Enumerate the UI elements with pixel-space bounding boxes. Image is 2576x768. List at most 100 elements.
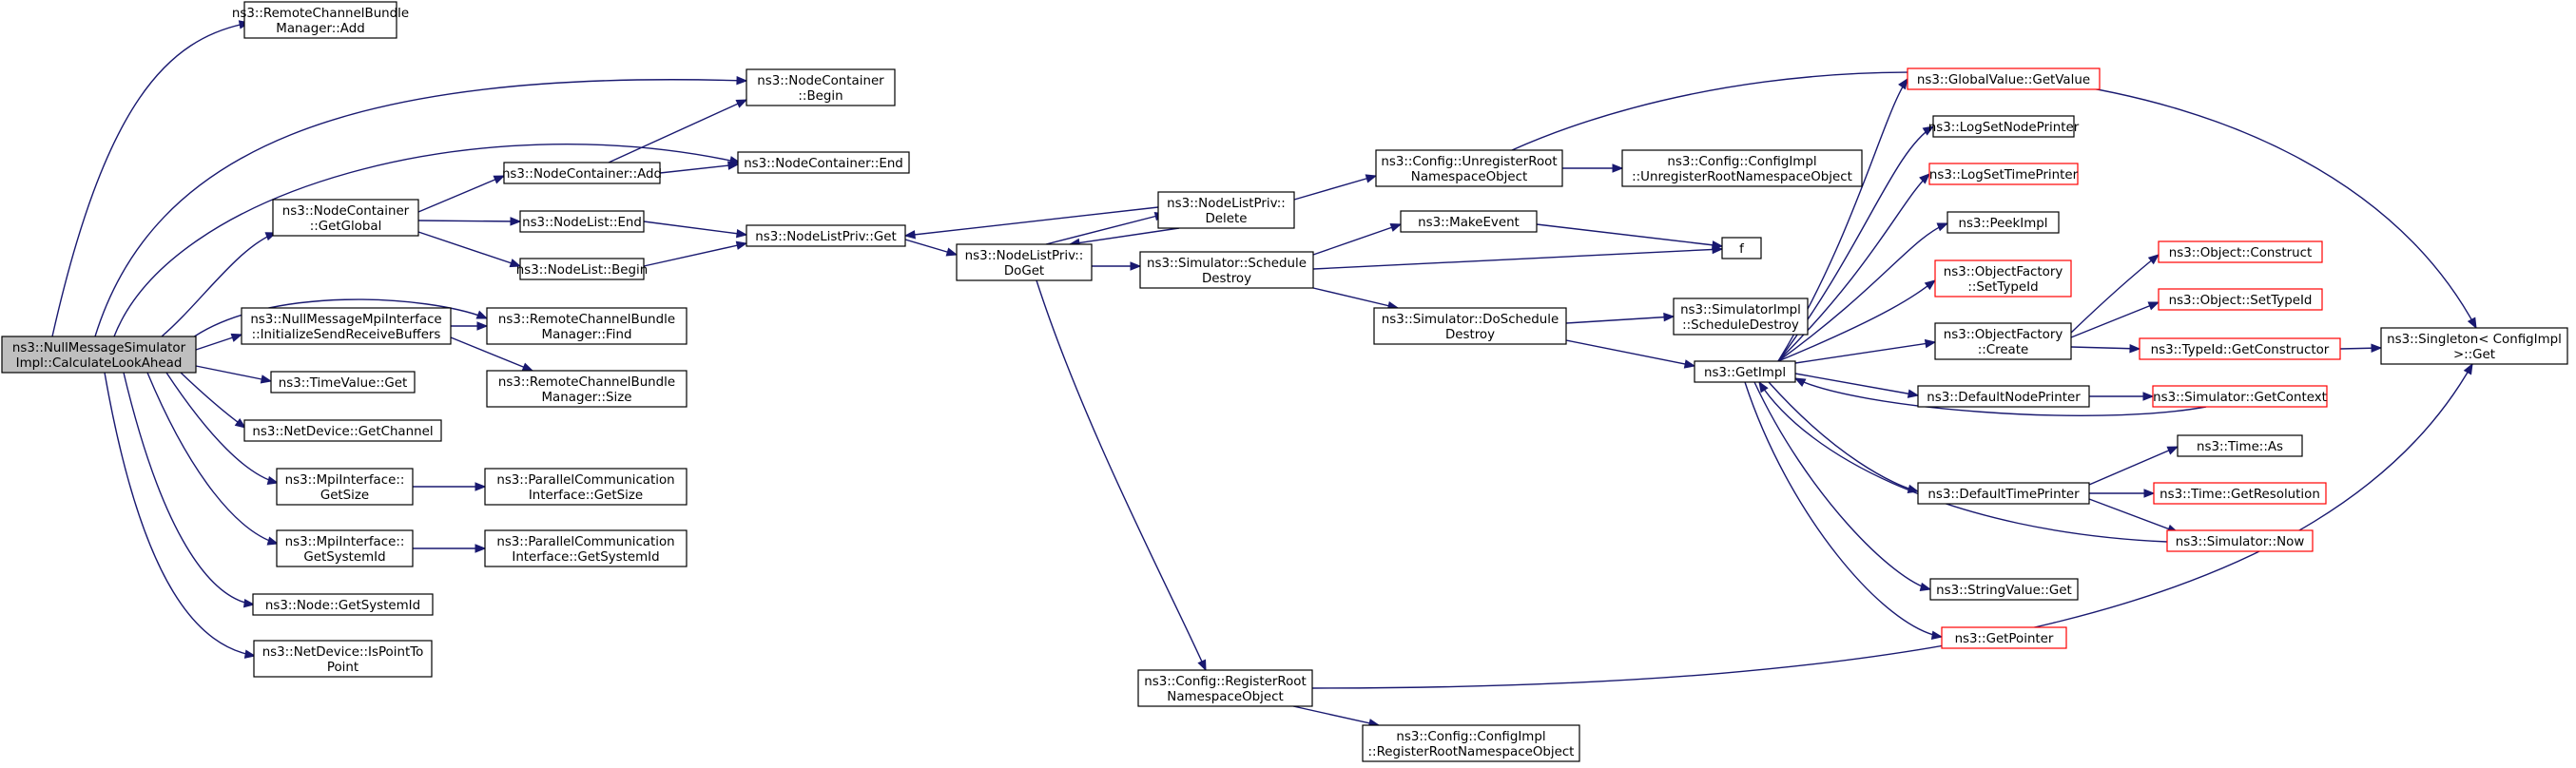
node-getpointer[interactable]: ns3::GetPointer <box>1941 626 2067 649</box>
node-time-getres[interactable]: ns3::Time::GetResolution <box>2153 482 2327 505</box>
node-typeid-getctor[interactable]: ns3::TypeId::GetConstructor <box>2139 337 2341 360</box>
edge-of_create-to-obj_construct <box>2070 254 2160 334</box>
node-nlp-get[interactable]: ns3::NodeListPriv::Get <box>746 224 906 247</box>
arrowhead-icon <box>736 75 748 86</box>
node-label: ns3::NullMessageSimulator <box>12 341 186 355</box>
node-label: ns3::NodeListPriv::Get <box>755 230 897 244</box>
node-label: ns3::PeekImpl <box>1958 217 2047 231</box>
node-cfgimpl-reg[interactable]: ns3::Config::ConfigImpl::RegisterRootNam… <box>1362 724 1580 762</box>
node-nc-begin[interactable]: ns3::NodeContainer::Begin <box>746 68 896 106</box>
node-label: ns3::DefaultTimePrinter <box>1927 488 2080 502</box>
arrowhead-icon <box>1936 222 1949 232</box>
node-sim-getcontext[interactable]: ns3::Simulator::GetContext <box>2152 385 2328 408</box>
node-mpi-getsysid[interactable]: ns3::MpiInterface::GetSystemId <box>276 529 414 567</box>
node-deftimeprinter[interactable]: ns3::DefaultTimePrinter <box>1917 482 2090 505</box>
node-label: ns3::Time::As <box>2197 440 2283 454</box>
edge-defnodeprinter-to-sim_getcontext <box>2089 392 2155 401</box>
edge-nl_end-to-nlp_get <box>643 221 748 239</box>
node-label: ns3::GetImpl <box>1704 366 1786 380</box>
node-label: ns3::DefaultNodePrinter <box>1927 391 2081 405</box>
edge-mpi_getsysid-to-pci_getsysid <box>413 544 487 553</box>
node-f[interactable]: f <box>1721 237 1762 259</box>
arrowhead-icon <box>2166 446 2179 455</box>
arrowhead-icon <box>1898 77 1908 90</box>
edge-sim_dosched-to-getimpl <box>1565 339 1696 369</box>
node-of-create[interactable]: ns3::ObjectFactory::Create <box>1934 322 2072 360</box>
node-nl-begin[interactable]: ns3::NodeList::Begin <box>516 258 649 280</box>
node-label: ::SetTypeId <box>1967 280 2038 295</box>
node-makeevent[interactable]: ns3::MakeEvent <box>1400 210 1538 233</box>
node-cfg-reg[interactable]: ns3::Config::RegisterRootNamespaceObject <box>1137 669 1313 707</box>
edge-mpi_getsize-to-pci_getsize <box>413 482 487 491</box>
arrowhead-icon <box>510 217 522 226</box>
node-nlp-doget[interactable]: ns3::NodeListPriv::DoGet <box>956 243 1093 281</box>
node-node-getsysid[interactable]: ns3::Node::GetSystemId <box>252 593 434 616</box>
arrowhead-icon <box>1712 240 1724 250</box>
arrowhead-icon <box>2147 254 2160 265</box>
node-time-as[interactable]: ns3::Time::As <box>2177 434 2303 457</box>
edge-sim_now-to-getimpl <box>1758 380 2168 543</box>
node-sim-now[interactable]: ns3::Simulator::Now <box>2166 529 2314 552</box>
arrowhead-icon <box>2143 489 2156 498</box>
node-nc-getglobal[interactable]: ns3::NodeContainer::GetGlobal <box>272 199 419 237</box>
node-nlp-delete[interactable]: ns3::NodeListPriv::Delete <box>1157 191 1295 229</box>
node-pci-getsysid[interactable]: ns3::ParallelCommunicationInterface::Get… <box>484 529 688 567</box>
node-peekimpl[interactable]: ns3::PeekImpl <box>1947 211 2060 234</box>
arrowhead-icon <box>1919 173 1930 184</box>
node-label: GetSystemId <box>303 550 385 565</box>
node-label: ns3::RemoteChannelBundle <box>232 7 409 21</box>
node-simimpl-sched[interactable]: ns3::SimulatorImpl::ScheduleDestroy <box>1673 298 1809 336</box>
node-obj-construct[interactable]: ns3::Object::Construct <box>2158 240 2323 263</box>
node-nl-end[interactable]: ns3::NodeList::End <box>519 210 645 233</box>
node-label: Manager::Find <box>542 328 632 342</box>
arrowhead-icon <box>1683 359 1696 369</box>
node-logsettime[interactable]: ns3::LogSetTimePrinter <box>1928 163 2079 185</box>
node-label: ns3::NodeListPriv:: <box>1167 197 1286 211</box>
edge-layer <box>51 20 2477 728</box>
node-cfgimpl-unreg[interactable]: ns3::Config::ConfigImpl::UnregisterRootN… <box>1621 149 1863 187</box>
node-obj-settypeid[interactable]: ns3::Object::SetTypeId <box>2158 288 2323 311</box>
node-singleton-get[interactable]: ns3::Singleton< ConfigImpl >::Get <box>2380 327 2568 365</box>
node-getimpl[interactable]: ns3::GetImpl <box>1694 360 1796 383</box>
arrowhead-icon <box>1907 389 1920 398</box>
node-label: ns3::NodeList::Begin <box>516 263 649 278</box>
node-nc-end[interactable]: ns3::NodeContainer::End <box>737 151 910 174</box>
node-label: Manager::Size <box>542 391 632 405</box>
node-label: ns3::NodeContainer::End <box>744 157 903 171</box>
arrowhead-icon <box>230 333 243 342</box>
node-label: ns3::Config::ConfigImpl <box>1396 730 1545 744</box>
node-gv-getvalue[interactable]: ns3::GlobalValue::GetValue <box>1907 67 2101 90</box>
node-nd-getchannel[interactable]: ns3::NetDevice::GetChannel <box>243 419 442 442</box>
node-nc-add[interactable]: ns3::NodeContainer::Add <box>502 162 662 184</box>
arrowhead-icon <box>476 321 489 331</box>
node-label: Impl::CalculateLookAhead <box>16 356 183 371</box>
arrowhead-icon <box>1197 659 1207 672</box>
edge-getimpl-to-deftimeprinter <box>1768 381 1920 493</box>
node-strval-get[interactable]: ns3::StringValue::Get <box>1929 578 2079 601</box>
node-label: ns3::GlobalValue::GetValue <box>1917 73 2090 87</box>
edge-nlp_doget-to-sim_sched <box>1092 261 1142 271</box>
node-defnodeprinter[interactable]: ns3::DefaultNodePrinter <box>1917 385 2090 408</box>
arrowhead-icon <box>475 544 487 553</box>
arrowhead-icon <box>234 418 247 429</box>
node-cfg-unreg[interactable]: ns3::Config::UnregisterRootNamespaceObje… <box>1375 149 1563 187</box>
node-root: ns3::NullMessageSimulatorImpl::Calculate… <box>1 336 197 374</box>
node-of-settypeid[interactable]: ns3::ObjectFactory::SetTypeId <box>1934 259 2072 298</box>
edge-nlp_delete-to-nlp_get <box>903 206 1159 240</box>
node-logsetnode[interactable]: ns3::LogSetNodePrinter <box>1928 115 2080 138</box>
edge-root-to-rcbm_add <box>51 20 251 337</box>
node-sim-sched[interactable]: ns3::Simulator::ScheduleDestroy <box>1139 251 1314 289</box>
node-label: ns3::Node::GetSystemId <box>265 599 420 613</box>
node-nmpi-init[interactable]: ns3::NullMessageMpiInterface::Initialize… <box>241 307 452 345</box>
arrowhead-icon <box>2129 343 2141 354</box>
node-mpi-getsize[interactable]: ns3::MpiInterface::GetSize <box>276 468 414 506</box>
node-pci-getsize[interactable]: ns3::ParallelCommunicationInterface::Get… <box>484 468 688 506</box>
node-tv-get[interactable]: ns3::TimeValue::Get <box>270 371 416 394</box>
node-label: ns3::TypeId::GetConstructor <box>2151 343 2330 357</box>
arrowhead-icon <box>242 598 256 608</box>
